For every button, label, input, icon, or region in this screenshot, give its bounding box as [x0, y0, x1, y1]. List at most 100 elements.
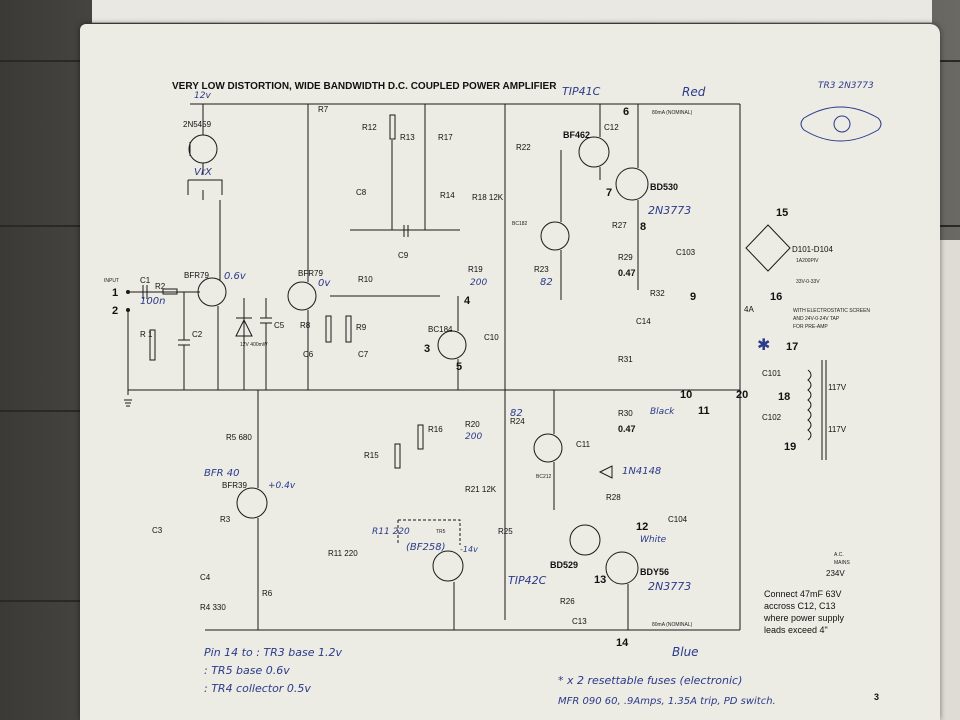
tap-upper: 117V [828, 383, 847, 392]
tr5-voltage: -14v [460, 545, 478, 554]
transformer-secondary [807, 369, 812, 441]
bfr40-note: BFR 40 [204, 468, 239, 479]
mains-voltage: 234V [826, 569, 845, 578]
bias-wire [202, 190, 221, 280]
c104-label: C104 [668, 515, 688, 524]
r2-symbol [162, 288, 178, 295]
psu-note-1: WITH ELECTROSTATIC SCREEN [793, 308, 870, 314]
blue-note: Blue [672, 645, 699, 659]
r10-label: R10 [358, 275, 373, 284]
pin-note-2: : TR5 base 0.6v [204, 664, 290, 677]
c11-label: C11 [576, 440, 591, 449]
r30-value: 0.47 [618, 424, 636, 434]
r-220-note: R11 220 [372, 527, 410, 537]
r17-label: R17 [438, 133, 453, 142]
rail-bottom-label: 80mA (NOMINAL) [652, 622, 693, 628]
tr10-circle [578, 136, 610, 168]
tr3-type: BFR39 [222, 481, 247, 490]
node-16: 16 [770, 291, 782, 303]
fuse-rating: 4A [744, 305, 754, 314]
r16-symbol [417, 424, 424, 450]
node-10: 10 [680, 389, 692, 401]
c13-label: C13 [572, 617, 587, 626]
r12-symbol [389, 114, 396, 140]
c1-symbol [142, 285, 148, 299]
zener-value: 12V 400mW [240, 342, 268, 348]
previous-page-edge [92, 0, 932, 23]
node-19: 19 [784, 441, 796, 453]
r2-label: R2 [155, 282, 166, 291]
fuse-note-1: * x 2 resettable fuses (electronic) [558, 674, 742, 687]
tr9-circle [569, 524, 601, 556]
r9-symbol [345, 315, 352, 343]
twelve-v-note: 12v [194, 91, 211, 101]
r5-label: R5 680 [226, 433, 252, 442]
r9-label: R9 [356, 323, 367, 332]
transformer-core [821, 360, 827, 460]
tr1-type: BFR79 [184, 271, 209, 280]
r29-value: 0.47 [618, 268, 636, 278]
r18-label: R18 12K [472, 193, 504, 202]
r31-label: R31 [618, 355, 633, 364]
tr2-circle [188, 134, 218, 164]
r22-label: R22 [516, 143, 531, 152]
mains-label: MAINS [834, 560, 851, 566]
schematic-page [80, 24, 940, 720]
tr9-type: BD529 [550, 560, 578, 570]
c7-label: C7 [358, 350, 369, 359]
c3-label: C3 [152, 526, 163, 535]
fuse-note-2: MFR 090 60, .9Amps, 1.35A trip, PD switc… [558, 696, 776, 707]
r11-label: R11 220 [328, 549, 358, 558]
r7-label: R7 [318, 105, 329, 114]
tr8-circle [533, 433, 563, 463]
input-label: INPUT [104, 278, 119, 284]
tr4-voltage: 0v [318, 278, 331, 289]
r29-label: R29 [618, 253, 633, 262]
tr5-type: TR5 [436, 529, 446, 535]
r20-label: R20 [465, 420, 480, 429]
node-5: 5 [456, 361, 462, 373]
dashed-link [397, 519, 461, 545]
r4-label: R4 330 [200, 603, 226, 612]
tr11-type: BDY56 [640, 567, 669, 577]
to3-center [833, 115, 851, 133]
r23-value: 82 [540, 277, 553, 288]
r24-value: 82 [510, 408, 523, 419]
input-terminal [126, 290, 130, 294]
c9-symbol [403, 225, 409, 237]
tr1-circle [197, 277, 227, 307]
c103-label: C103 [676, 248, 696, 257]
r32-label: R32 [650, 289, 665, 298]
node-2: 2 [112, 305, 118, 317]
c5-label: C5 [274, 321, 285, 330]
page-number: 3 [874, 692, 879, 702]
r1-label: R 1 [140, 330, 153, 339]
r8-label: R8 [300, 321, 311, 330]
diode-rating: 1A200PIV [796, 258, 819, 264]
tr3-2n3773-note: TR3 2N3773 [818, 81, 874, 91]
pin-note-1: Pin 14 to : TR3 base 1.2v [204, 646, 342, 659]
tr2-leads [189, 104, 204, 175]
tr7-circle [540, 221, 570, 251]
node-6: 6 [623, 106, 629, 118]
to3-pinout-sketch [800, 106, 882, 142]
r27-label: R27 [612, 221, 627, 230]
n2n3773-lower: 2N3773 [648, 580, 691, 593]
c12-label: C12 [604, 123, 619, 132]
node-11: 11 [698, 405, 710, 417]
r21-label: R21 12K [465, 485, 497, 494]
c10-label: C10 [484, 333, 499, 342]
vrx-label: VrX [194, 167, 213, 178]
rail-top-label: 80mA (NOMINAL) [652, 110, 693, 116]
tap-lower: 117V [828, 425, 847, 434]
node-17: 17 [786, 341, 798, 353]
r15-label: R15 [364, 451, 379, 460]
c6-label: C6 [303, 350, 314, 359]
red-note: Red [682, 85, 706, 99]
tr12-circle [615, 167, 649, 201]
ground-symbol [124, 399, 132, 407]
r12-label: R12 [362, 123, 377, 132]
tr8-type: BC212 [536, 474, 552, 480]
